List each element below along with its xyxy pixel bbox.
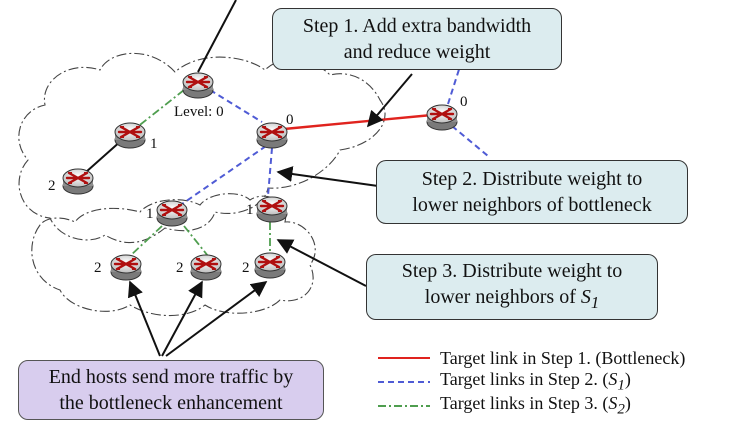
step1-callout-line2: and reduce weight xyxy=(343,41,491,63)
arrow-host-b xyxy=(161,280,203,357)
s1-link-right-down xyxy=(451,125,489,157)
router-bottom-b-label: 2 xyxy=(176,260,184,276)
step2-callout-line1: Step 2. Distribute weight to xyxy=(421,168,643,190)
legend-text-step3-suffix: ) xyxy=(624,393,631,414)
legend-text-step2-prefix: Target links in Step 2. ( xyxy=(440,369,609,390)
router-top-label: Level: 0 xyxy=(174,104,224,120)
links xyxy=(85,0,489,257)
hosts-callout-line1: End hosts send more traffic by xyxy=(48,366,294,388)
legend-swatch-red xyxy=(378,357,430,359)
hosts-callout-line2: the bottleneck enhancement xyxy=(59,392,283,414)
step3-callout-sub: 1 xyxy=(590,293,600,312)
router-left-lower xyxy=(61,167,95,196)
router-top xyxy=(181,71,215,100)
legend-text-step2-var: S xyxy=(608,369,618,390)
s1-link-center-mid-right xyxy=(267,147,273,197)
legend-text-step3-var: S xyxy=(608,393,618,414)
hosts-callout: End hosts send more traffic by the bottl… xyxy=(18,360,324,420)
router-left-lower-label: 2 xyxy=(48,178,56,194)
step3-callout-line1: Step 3. Distribute weight to xyxy=(401,260,623,282)
router-left-upper xyxy=(113,121,147,150)
legend-text-step2-sub: 1 xyxy=(617,377,625,394)
router-right xyxy=(425,103,459,132)
legend-text-step3-sub: 2 xyxy=(617,401,625,418)
router-center xyxy=(255,121,289,150)
router-mid-left-label: 1 xyxy=(146,206,154,222)
arrow-step3 xyxy=(276,239,367,287)
router-mid-left xyxy=(155,199,189,228)
step2-callout-line2: lower neighbors of bottleneck xyxy=(412,194,652,216)
s2-link-mid-left-bottom-b xyxy=(183,225,209,257)
arrow-host-a xyxy=(127,280,161,357)
legend-text-step3-prefix: Target links in Step 3. ( xyxy=(440,393,609,414)
arrows xyxy=(127,73,413,357)
router-bottom-c-label: 2 xyxy=(242,260,250,276)
router-bottom-a-label: 2 xyxy=(94,260,102,276)
s2-link-mid-left-bottom-a xyxy=(129,225,163,257)
s2-link-top-left-upper xyxy=(135,89,185,129)
legend: Target link in Step 1. (Bottleneck) Targ… xyxy=(378,346,685,418)
legend-swatch-green xyxy=(378,405,430,407)
legend-text-step3: Target links in Step 3. (S2) xyxy=(440,393,631,419)
s1-link-center-mid-left xyxy=(181,145,267,205)
legend-item-step2: Target links in Step 2. (S1) xyxy=(378,369,685,395)
s1-link-top-center xyxy=(209,89,263,123)
router-right-label: 0 xyxy=(460,94,468,110)
router-mid-right-label: 1 xyxy=(246,202,254,218)
step3-callout: Step 3. Distribute weight to lower neigh… xyxy=(366,254,658,320)
legend-text-step2-suffix: ) xyxy=(624,369,631,390)
router-left-upper-label: 1 xyxy=(150,136,158,152)
step3-callout-line2: lower neighbors of S1 xyxy=(367,284,657,316)
router-bottom-a xyxy=(109,253,143,282)
uplink-line xyxy=(197,0,237,73)
step1-callout: Step 1. Add extra bandwidth and reduce w… xyxy=(272,8,562,70)
arrow-host-c xyxy=(165,281,268,357)
step3-callout-line2-text: lower neighbors of xyxy=(424,286,581,308)
arrow-step1 xyxy=(366,73,413,128)
step2-callout: Step 2. Distribute weight to lower neigh… xyxy=(376,160,688,224)
legend-item-step3: Target links in Step 3. (S2) xyxy=(378,393,685,419)
router-center-label: 0 xyxy=(286,112,294,128)
legend-text-bottleneck: Target link in Step 1. (Bottleneck) xyxy=(440,347,686,368)
bottleneck-link xyxy=(283,113,433,131)
s1-link-right-up xyxy=(447,59,463,105)
router-mid-right xyxy=(255,195,289,224)
step1-callout-line1: Step 1. Add extra bandwidth xyxy=(302,15,532,37)
legend-swatch-blue xyxy=(378,381,430,383)
legend-item-bottleneck: Target link in Step 1. (Bottleneck) xyxy=(378,346,685,370)
legend-text-step2: Target links in Step 2. (S1) xyxy=(440,369,631,395)
router-labels: Level: 0 0 0 1 2 1 1 2 2 2 xyxy=(48,94,468,276)
step3-callout-var: S xyxy=(580,286,591,308)
link-left-upper-to-left-lower xyxy=(85,139,123,173)
router-bottom-b xyxy=(189,253,223,282)
router-bottom-c xyxy=(253,251,287,280)
network-cloud-outline xyxy=(18,52,386,317)
arrow-step2 xyxy=(276,166,379,187)
